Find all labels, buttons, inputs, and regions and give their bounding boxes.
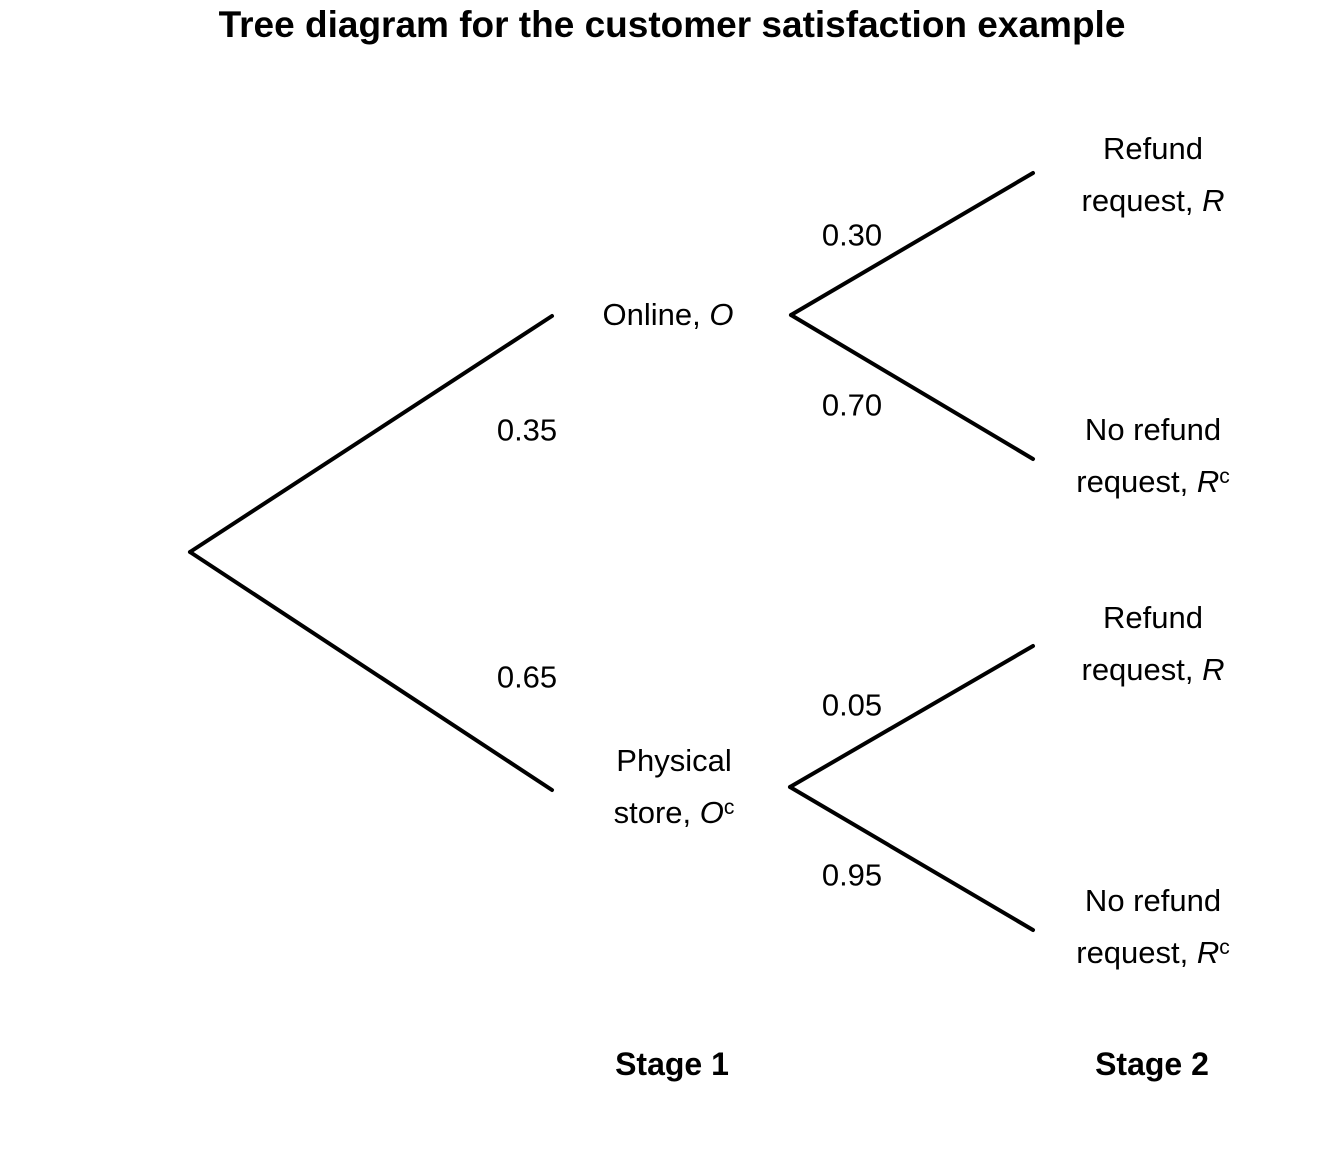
node-physical-symbol: O: [699, 795, 724, 830]
branch-line-root-physical: [188, 550, 554, 792]
node-physical-norefund-symbol: R: [1196, 935, 1220, 970]
node-online-norefund-superscript: c: [1219, 464, 1230, 488]
probability-online-refund: 0.30: [821, 217, 883, 253]
node-physical-refund-symbol: R: [1202, 652, 1225, 687]
node-label-physical-norefund: No refund request, Rc: [1076, 875, 1230, 979]
node-online-refund-symbol: R: [1202, 183, 1225, 218]
node-physical-refund-text: request,: [1081, 652, 1203, 687]
node-label-online: Online, O: [603, 289, 734, 341]
node-online-norefund-text: request,: [1076, 464, 1197, 499]
branch-line-online-refund: [789, 171, 1035, 317]
probability-physical: 0.65: [496, 659, 558, 695]
node-online-text: Online,: [602, 297, 710, 332]
node-online-norefund-line1: No refund: [1084, 412, 1222, 447]
node-physical-norefund-line2: request, Rc: [1076, 927, 1230, 979]
branch-line-physical-norefund: [788, 785, 1035, 932]
node-label-physical-store: Physical store, Oc: [614, 735, 735, 839]
node-label-physical-refund: Refund request, R: [1081, 592, 1224, 696]
node-physical-line1: Physical: [616, 743, 732, 778]
node-physical-norefund-line1: No refund: [1084, 883, 1222, 918]
node-physical-text: store,: [613, 795, 700, 830]
probability-online: 0.35: [496, 412, 558, 448]
node-physical-refund-line2: request, R: [1081, 644, 1224, 696]
node-online-norefund-symbol: R: [1196, 464, 1220, 499]
node-online-norefund-line2: request, Rc: [1076, 456, 1230, 508]
node-online-refund-line1: Refund: [1103, 131, 1203, 166]
node-online-refund-text: request,: [1081, 183, 1203, 218]
stage-1-label: Stage 1: [615, 1046, 729, 1082]
node-physical-refund-line1: Refund: [1103, 600, 1203, 635]
node-label-online-norefund: No refund request, Rc: [1076, 404, 1230, 508]
node-physical-line2: store, Oc: [614, 787, 735, 839]
node-online-symbol: O: [709, 297, 734, 332]
node-online-refund-line2: request, R: [1081, 175, 1224, 227]
diagram-title: Tree diagram for the customer satisfacti…: [218, 4, 1126, 45]
node-physical-norefund-superscript: c: [1219, 935, 1230, 959]
node-physical-superscript: c: [723, 795, 735, 819]
branch-line-physical-refund: [788, 644, 1035, 789]
probability-online-norefund: 0.70: [821, 387, 883, 423]
probability-physical-refund: 0.05: [821, 687, 883, 723]
node-physical-norefund-text: request,: [1076, 935, 1197, 970]
node-label-online-refund: Refund request, R: [1081, 123, 1224, 227]
branch-line-online-norefund: [789, 313, 1035, 461]
branch-line-root-online: [188, 314, 554, 554]
probability-physical-norefund: 0.95: [821, 857, 883, 893]
stage-2-label: Stage 2: [1095, 1046, 1209, 1082]
